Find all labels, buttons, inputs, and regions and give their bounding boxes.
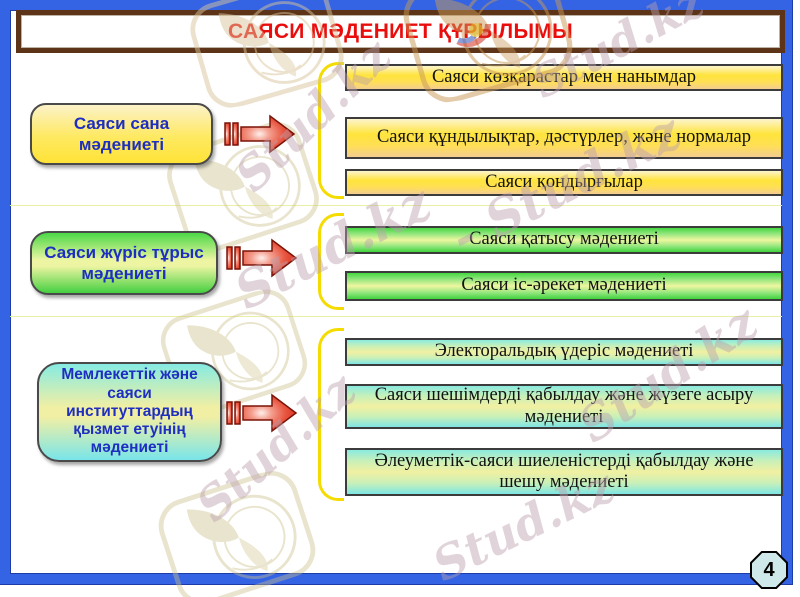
section-divider: [10, 316, 782, 317]
target-box: Саяси іс-әрекет мәдениеті: [345, 271, 783, 301]
group-bracket: [318, 62, 344, 199]
title-banner: САЯСИ МӘДЕНИЕТ ҚҰРЫЛЫМЫ: [16, 10, 785, 53]
group-bracket: [318, 328, 344, 501]
section-divider: [10, 205, 782, 206]
target-box: Әлеуметтік-саяси шиеленістерді қабылдау …: [345, 448, 783, 496]
page-number: 4: [752, 553, 786, 587]
source-box-political-behaviour: Саяси жүріс тұрыс мәдениеті: [30, 231, 218, 295]
page-title: САЯСИ МӘДЕНИЕТ ҚҰРЫЛЫМЫ: [228, 19, 573, 43]
target-box: Саяси құндылықтар, дәстүрлер, және норма…: [345, 117, 783, 159]
source-box-political-consciousness: Саяси сана мәдениеті: [30, 103, 213, 165]
target-box: Саяси қатысу мәдениеті: [345, 226, 783, 254]
page-number-badge: 4: [750, 551, 788, 589]
source-box-state-institutions: Мемлекеттік және саяси институттардың қы…: [37, 362, 222, 462]
group-bracket: [318, 213, 344, 310]
target-box: Саяси көзқарастар мен нанымдар: [345, 64, 783, 91]
target-box: Саяси шешімдерді қабылдау және жүзеге ас…: [345, 384, 783, 429]
target-box: Саяси қондырғылар: [345, 169, 783, 196]
flow-arrow-icon: [226, 238, 298, 278]
flow-arrow-icon: [226, 393, 298, 433]
flow-arrow-icon: [224, 114, 296, 154]
target-box: Электоральдық үдеріс мәдениеті: [345, 338, 783, 366]
